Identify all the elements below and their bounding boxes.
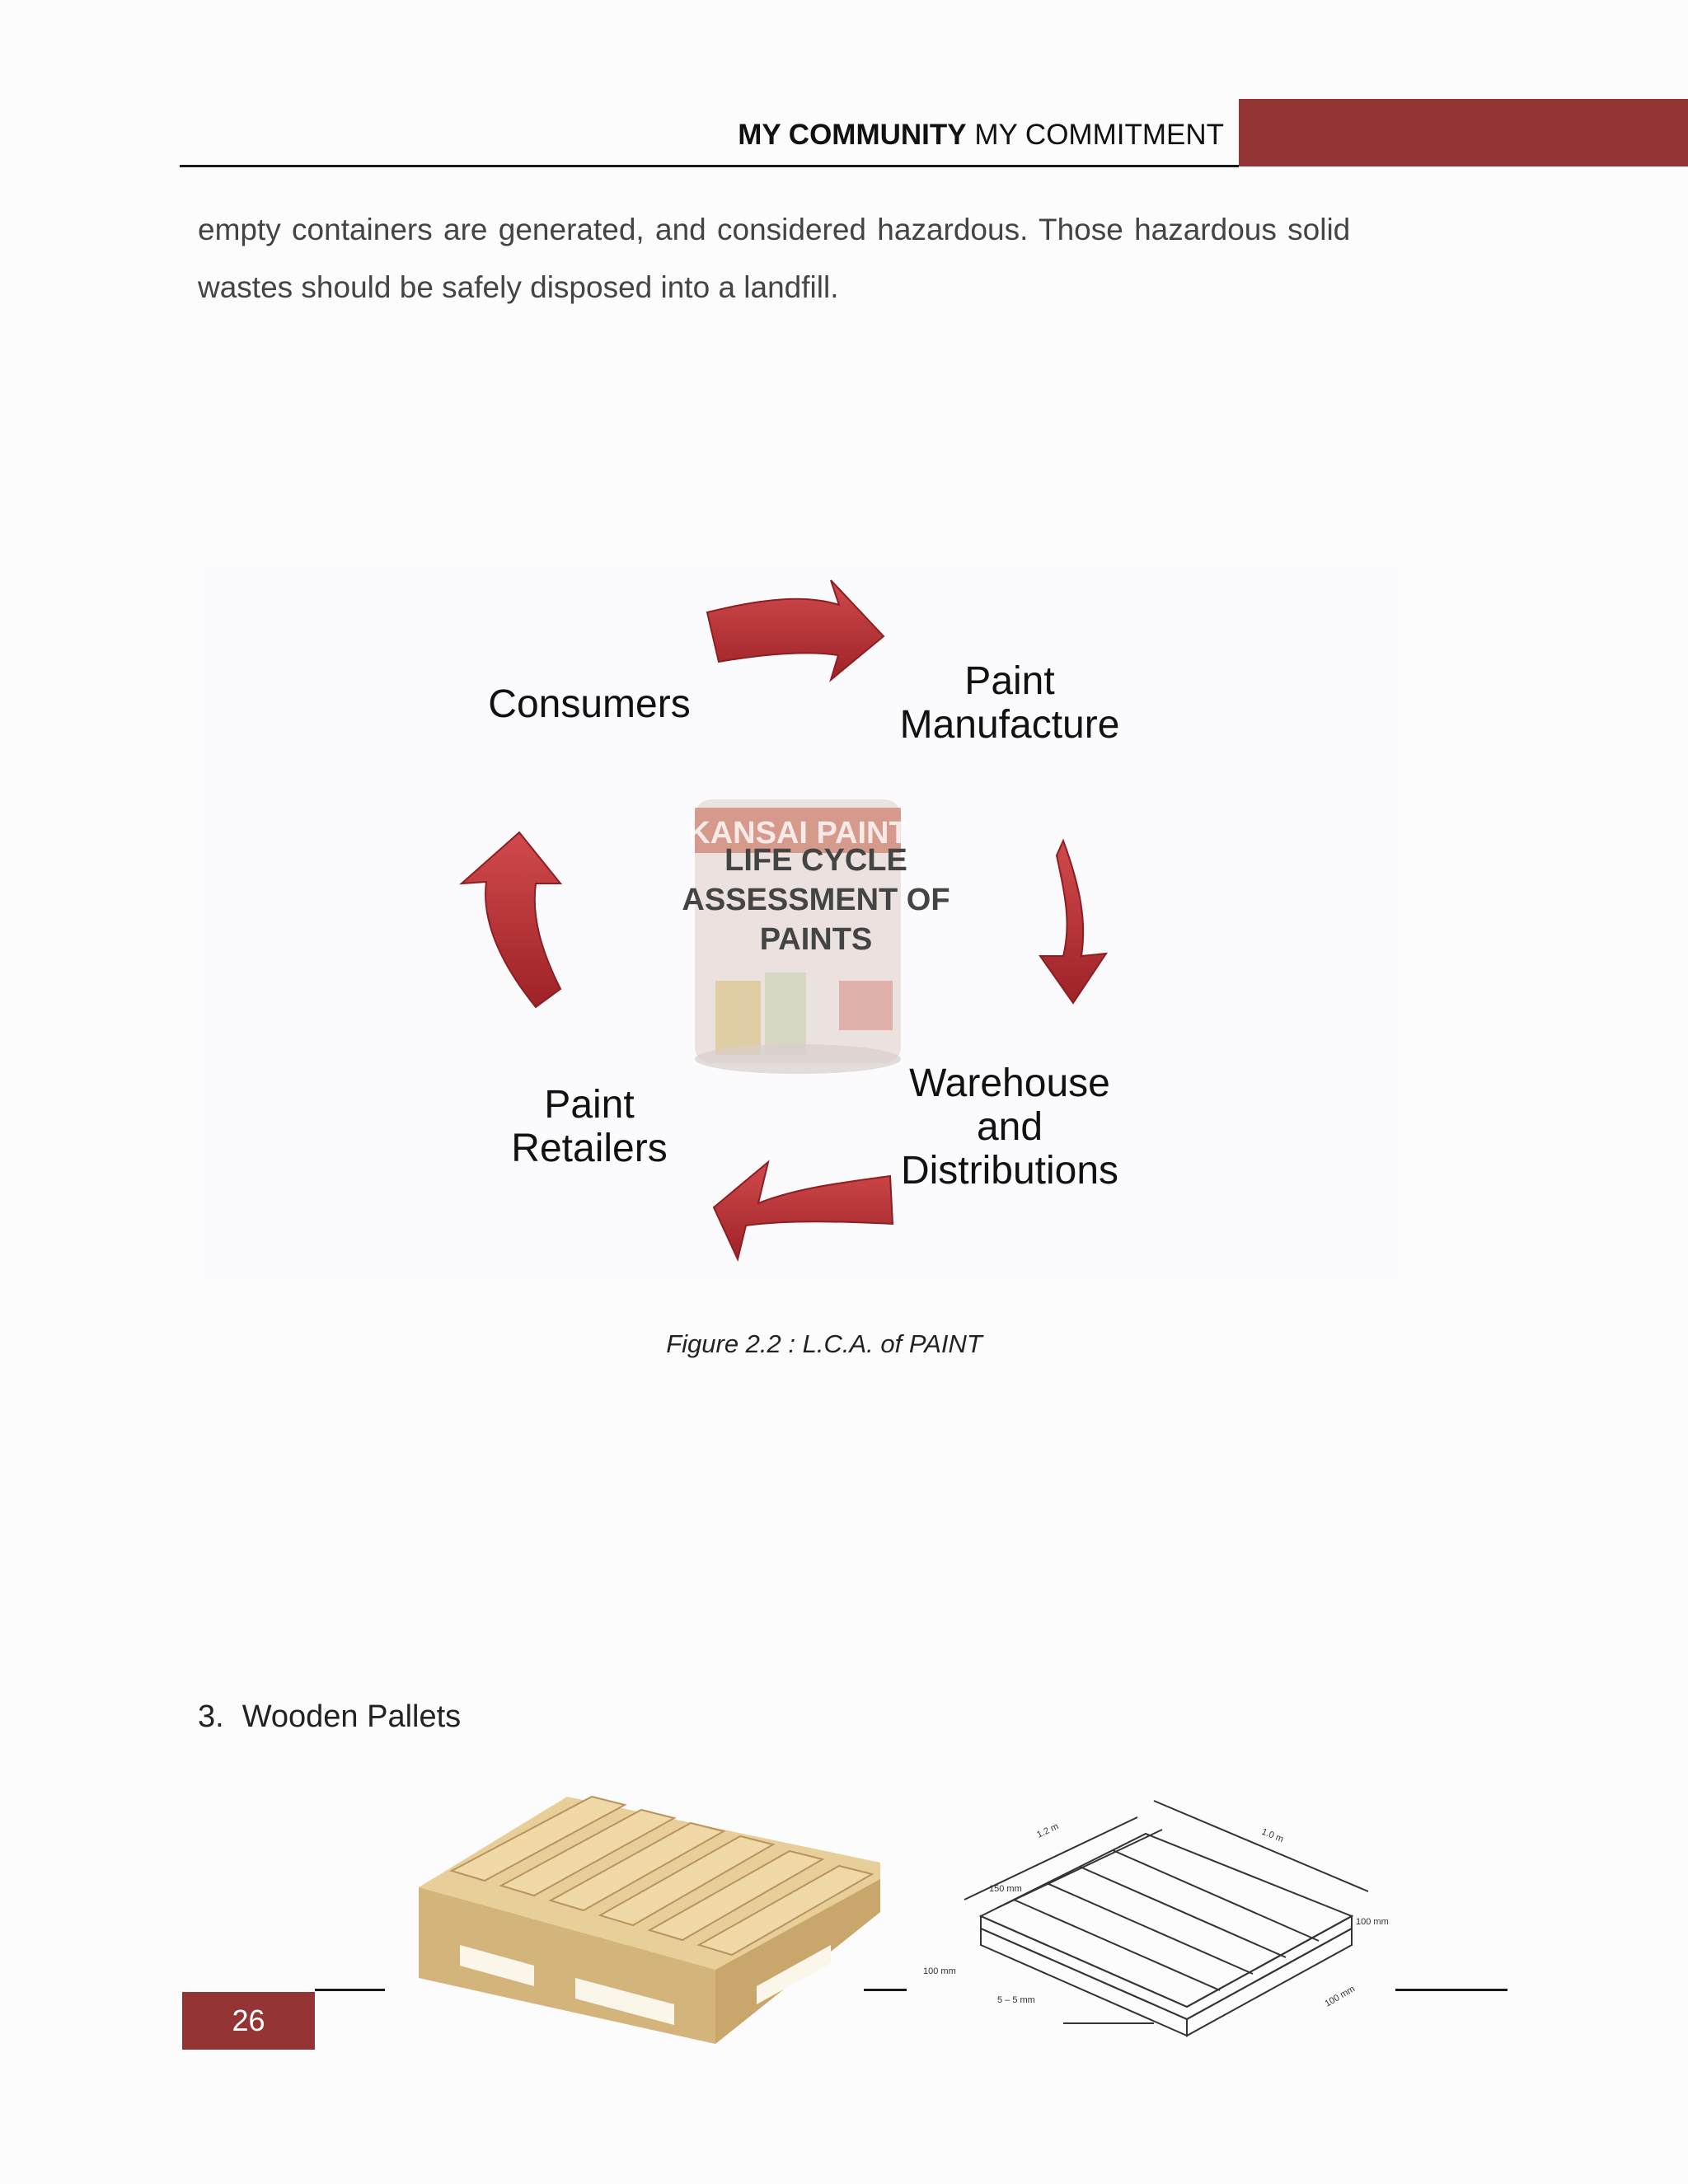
paragraph-line: wastes should be safely disposed into a …: [198, 270, 839, 304]
dimension-label: 100 mm: [1356, 1917, 1389, 1927]
running-header: MY COMMUNITY MY COMMITMENT: [709, 119, 1224, 152]
node-label-line: and: [976, 1105, 1043, 1149]
figure-caption: Figure 2.2 : L.C.A. of PAINT: [666, 1329, 982, 1358]
node-label-line: Paint: [964, 659, 1055, 703]
cycle-arrow-right: [1039, 838, 1109, 1005]
list-item-number: 3.: [198, 1699, 224, 1734]
header-accent-bar: [1239, 99, 1688, 166]
paint-can-image: KANSAI PAINT: [687, 799, 908, 1074]
cycle-arrow-bottom: [712, 1160, 894, 1263]
header-title-rest: MY COMMITMENT: [966, 119, 1224, 151]
node-label-line: Distributions: [900, 1149, 1119, 1193]
header-title-bold: MY COMMUNITY: [738, 119, 967, 151]
node-label-line: Retailers: [511, 1127, 668, 1170]
center-label-line: PAINTS: [759, 922, 873, 957]
wooden-pallet-photo: [419, 1795, 880, 2044]
footer-rule: [315, 1989, 385, 1991]
node-label-line: Paint: [544, 1083, 635, 1127]
header-rule: [180, 165, 1239, 167]
cycle-arrow-top: [706, 579, 885, 682]
pallet-technical-drawing: 1.2 m 1.0 m 150 mm 100 mm 100 mm 100 mm …: [923, 1800, 1389, 2037]
dimension-label: 100 mm: [1324, 1984, 1357, 2008]
dimension-label: 1.0 m: [1260, 1827, 1285, 1844]
paragraph-line: empty containers are generated, and cons…: [198, 213, 1351, 246]
body-paragraph: empty containers are generated, and cons…: [198, 201, 1434, 316]
node-label-line: Warehouse: [909, 1062, 1110, 1105]
node-paint-retailers: Paint Retailers: [462, 1083, 717, 1170]
dimension-label: 5 – 5 mm: [997, 1995, 1035, 2005]
node-label-line: Consumers: [488, 682, 691, 726]
footer-rule: [864, 1989, 907, 1991]
cycle-arrow-left: [459, 831, 563, 1009]
node-warehouse: Warehouse and Distributions: [874, 1062, 1146, 1193]
dimension-label: 100 mm: [923, 1966, 956, 1976]
node-label-line: Manufacture: [899, 703, 1120, 747]
can-brand-text: KANSAI PAINT: [687, 816, 907, 851]
list-item: 3. Wooden Pallets: [198, 1699, 461, 1735]
node-paint-manufacture: Paint Manufacture: [874, 659, 1146, 747]
page-number: 26: [182, 1992, 315, 2050]
diagram-center-label: LIFE CYCLE ASSESSMENT OF PAINTS: [659, 841, 973, 959]
dimension-label: 150 mm: [989, 1884, 1022, 1894]
list-item-label: Wooden Pallets: [241, 1699, 462, 1734]
center-label-line: LIFE CYCLE: [724, 843, 907, 878]
node-consumers: Consumers: [462, 682, 717, 726]
dimension-label: 1.2 m: [1035, 1821, 1060, 1840]
center-label-line: ASSESSMENT OF: [682, 883, 950, 917]
footer-rule: [1395, 1989, 1507, 1991]
